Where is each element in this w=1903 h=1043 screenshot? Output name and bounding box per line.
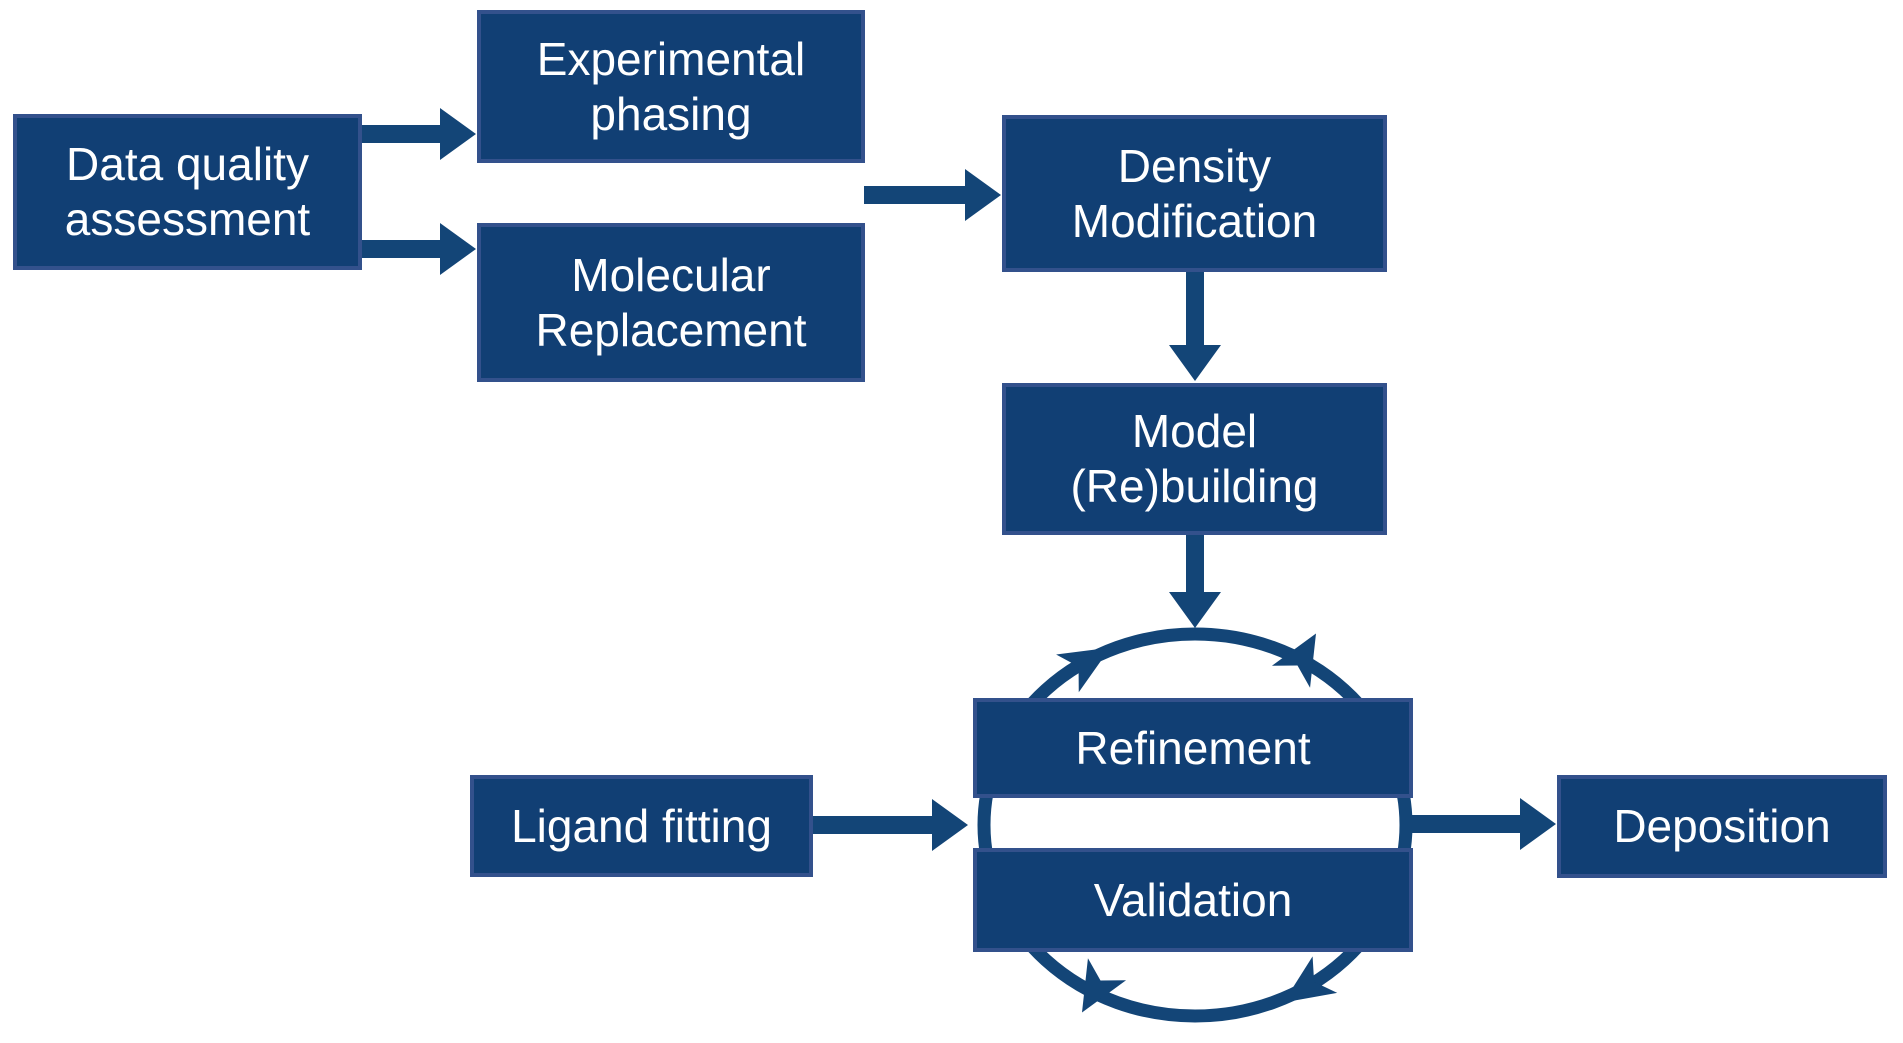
arrow-data-quality-to-molecular-replacement [362,223,476,275]
box-label-line: Model [1131,405,1258,457]
box-validation: Validation [973,848,1413,952]
cycle-arrowhead-top-left [1056,647,1111,693]
box-label-line: Modification [1071,194,1318,247]
box-label-line: Refinement [1075,721,1311,774]
box-deposition: Deposition [1557,775,1887,878]
box-label-line: Replacement [535,303,807,356]
box-model-rebuilding: Model (Re)building [1002,383,1387,535]
box-experimental-phasing: Experimental phasing [477,10,865,163]
box-label-line: Data quality [66,138,309,190]
box-label-line: assessment [64,193,311,245]
cycle-arrowhead-bottom-left [1082,958,1127,1013]
box-data-quality-assessment: Data quality assessment [13,114,362,270]
box-label-line: (Re)building [1070,460,1319,512]
arrow-density-modification-to-model-rebuilding [1169,272,1221,381]
box-label-line: Validation [1093,873,1293,926]
box-label-line: phasing [590,87,752,140]
arrow-data-quality-to-experimental-phasing [362,108,476,160]
box-label-line: Ligand fitting [511,799,772,852]
box-refinement: Refinement [973,698,1413,798]
cycle-ring [977,627,1413,1023]
box-label-line: Density [1117,139,1272,192]
cycle-arrowhead-top-right [1271,633,1316,688]
box-molecular-replacement: Molecular Replacement [477,223,865,382]
box-density-modification: Density Modification [1002,115,1387,272]
box-ligand-fitting: Ligand fitting [470,775,813,877]
box-label-line: Molecular [571,248,771,301]
arrow-cycle-to-deposition [1409,798,1556,850]
box-label-line: Deposition [1613,800,1831,852]
arrow-ligand-fitting-to-cycle [813,799,968,851]
arrow-phasing-to-density-modification [864,169,1001,221]
arrow-model-rebuilding-to-cycle [1169,535,1221,628]
cycle-arrowhead-bottom-right [1283,956,1338,1003]
box-label-line: Experimental [536,32,806,85]
